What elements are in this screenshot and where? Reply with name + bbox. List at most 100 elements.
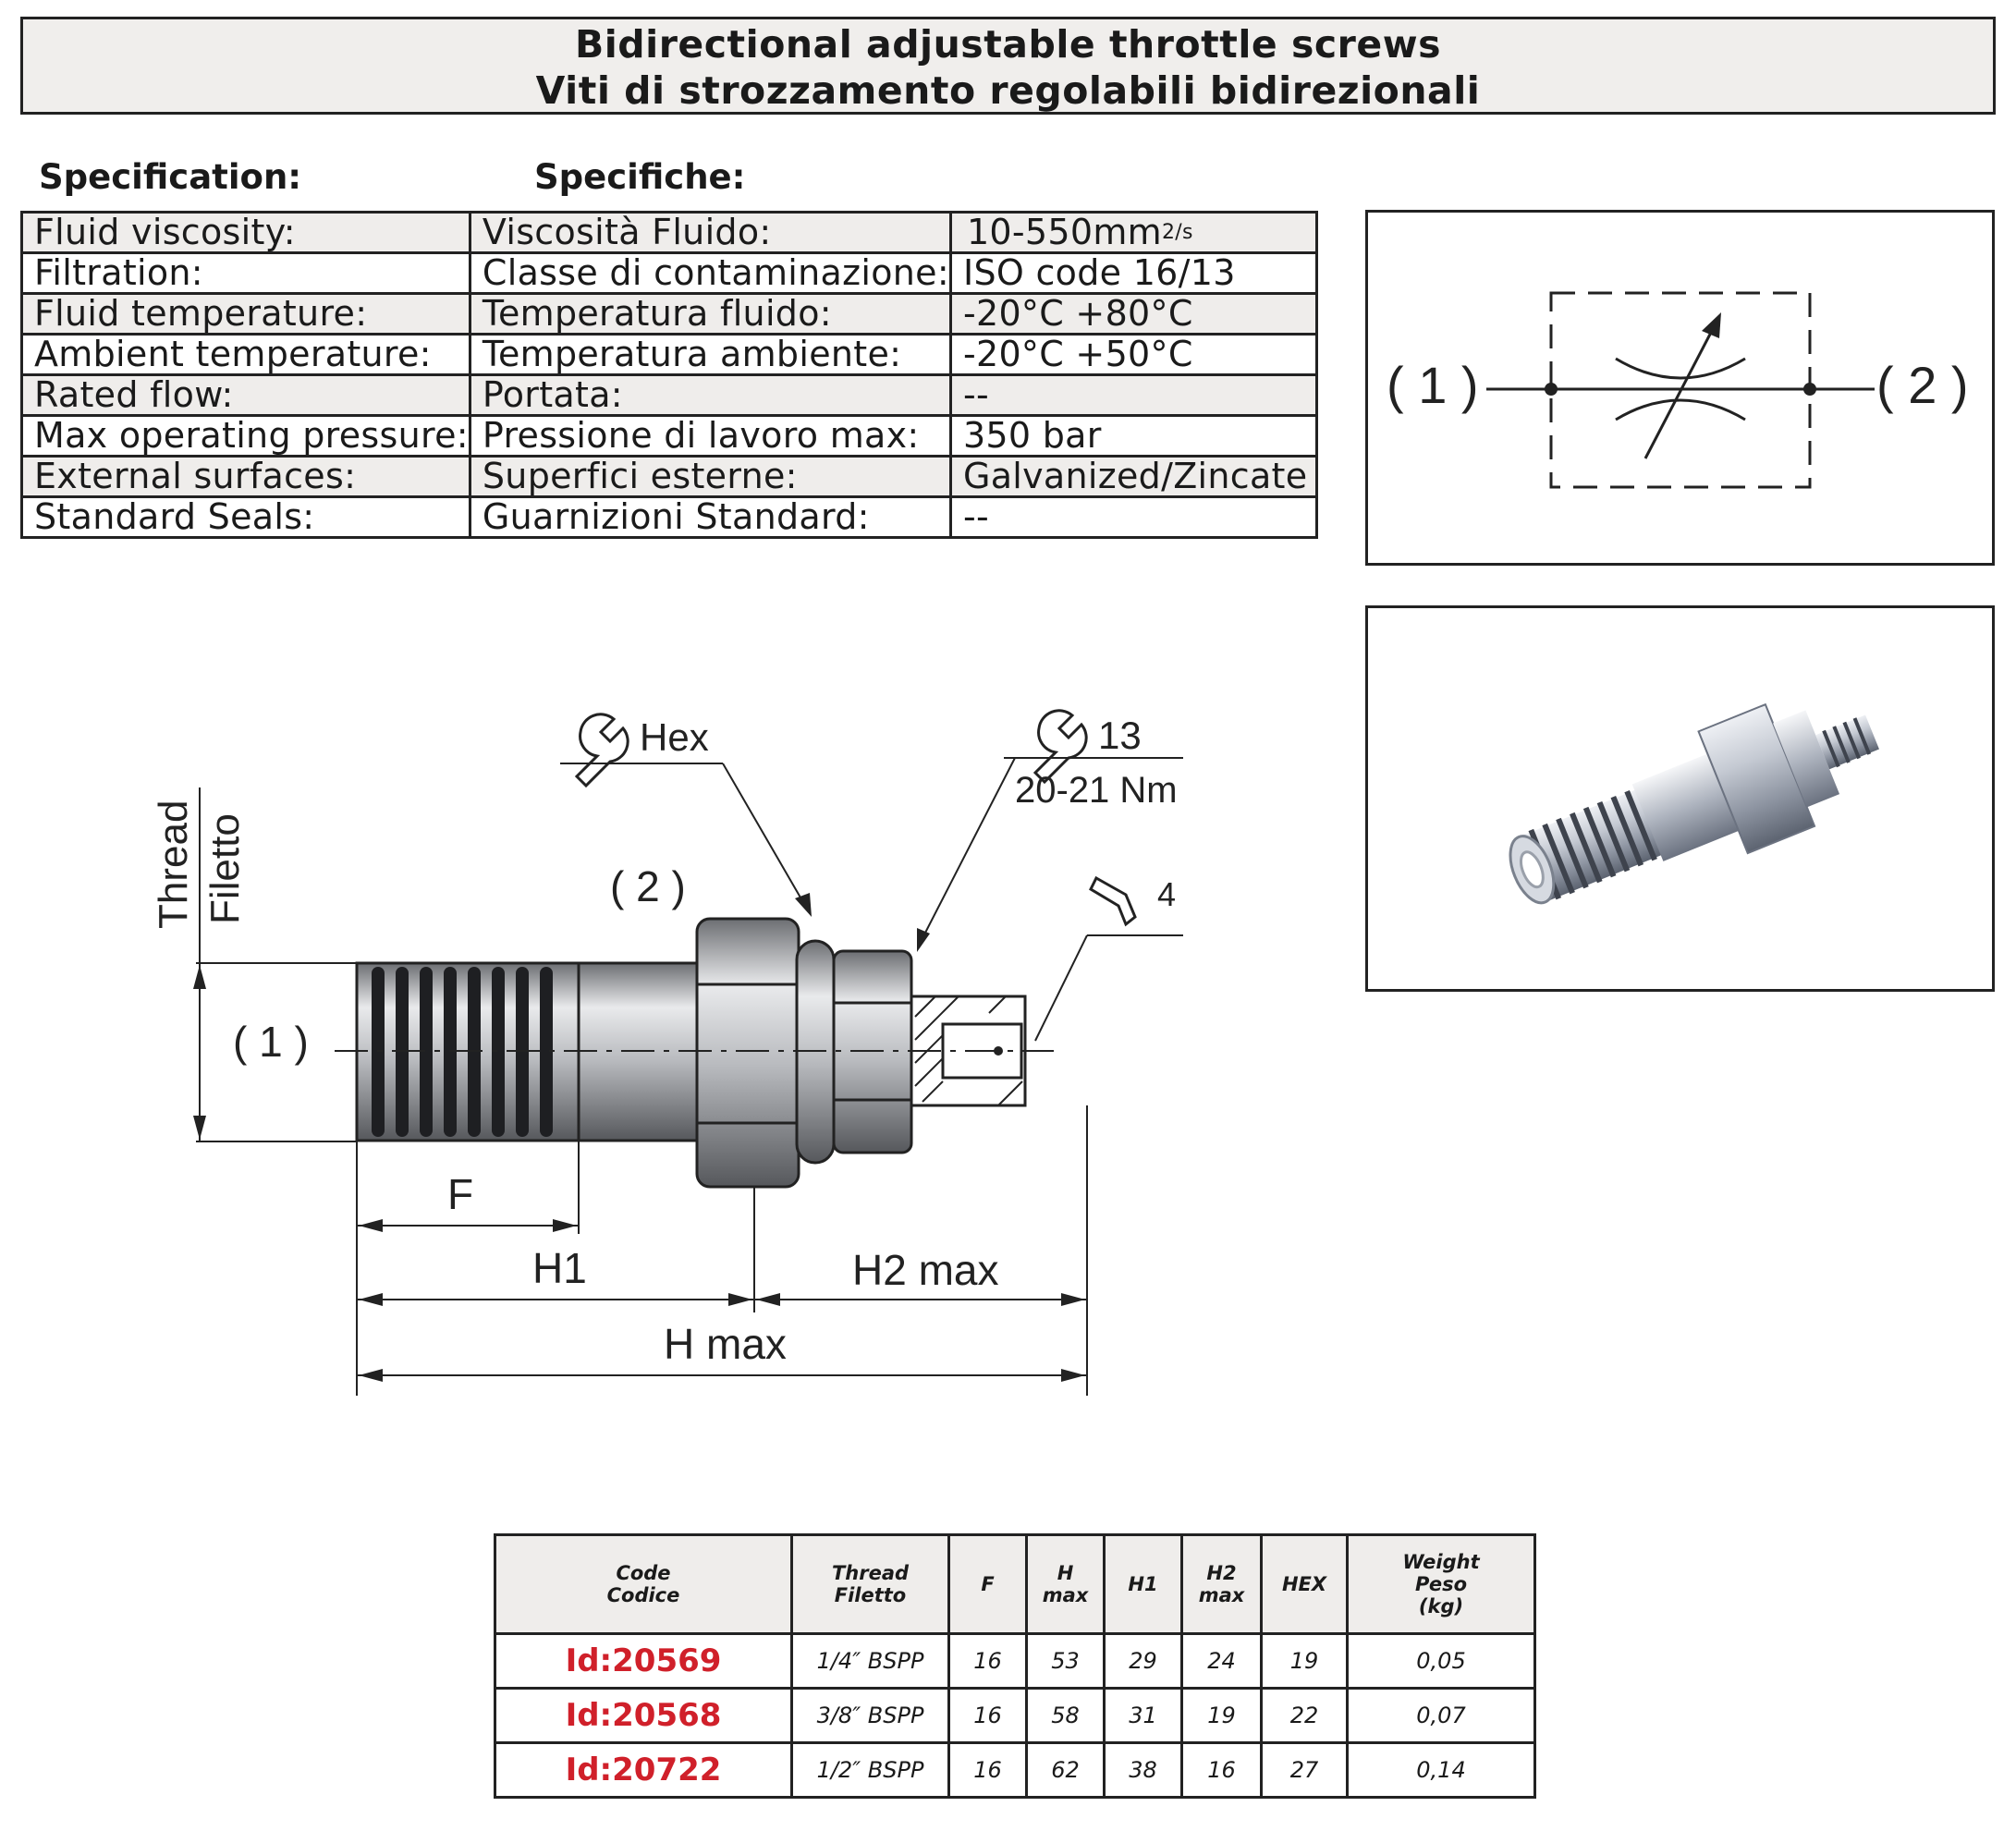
hex-cell: 22 xyxy=(1260,1687,1349,1744)
hex-cell: 19 xyxy=(1260,1632,1349,1690)
f-cell: 16 xyxy=(947,1741,1028,1799)
spec-row: Max operating pressure: Pressione di lav… xyxy=(20,414,1318,458)
h2-max-cell: 16 xyxy=(1180,1741,1263,1799)
spec-table: Fluid viscosity: Viscosità Fluido: 10-55… xyxy=(20,211,1318,539)
spec-row: Standard Seals: Guarnizioni Standard: -- xyxy=(20,495,1318,539)
torque-label: 20-21 Nm xyxy=(1015,770,1178,811)
spec-heading-english: Specification: xyxy=(39,157,302,197)
header-line: Thread xyxy=(831,1562,910,1584)
arrowhead xyxy=(917,928,930,952)
dim-h-label: H max xyxy=(664,1320,787,1368)
header-line: (kg) xyxy=(1418,1595,1464,1617)
dim-f-label: F xyxy=(447,1170,473,1218)
header-cell: F xyxy=(947,1533,1028,1635)
adjusting-stem xyxy=(1815,714,1879,770)
thread-label-english: Thread xyxy=(151,800,196,929)
adjust-arrow-shaft xyxy=(1643,324,1717,459)
arrowhead xyxy=(1061,1293,1085,1306)
arrowhead xyxy=(359,1219,383,1232)
code-cell: Id:20569 xyxy=(494,1632,793,1690)
dim-h2-label: H2 max xyxy=(852,1246,998,1294)
spec-row: External surfaces: Superfici esterne: Ga… xyxy=(20,455,1318,498)
hex-nut xyxy=(695,917,800,1189)
h2-max-cell: 24 xyxy=(1180,1632,1263,1690)
hex-label: Hex xyxy=(640,715,709,759)
h2-max-cell: 19 xyxy=(1180,1687,1263,1744)
product-photo xyxy=(1509,702,1879,905)
wrench-icon-13 xyxy=(1032,709,1088,785)
arrowhead xyxy=(193,1116,206,1140)
section-hatching xyxy=(914,995,1023,1106)
smooth-body xyxy=(1631,751,1745,861)
arrowhead xyxy=(193,965,206,989)
adjust-arrow-head xyxy=(1702,312,1721,338)
port-bore xyxy=(1519,850,1545,889)
header-line: max xyxy=(1042,1584,1089,1606)
spec-row: Rated flow: Portata: -- xyxy=(20,373,1318,417)
spec-label-en: Fluid viscosity: xyxy=(20,211,471,254)
spec-row: Fluid viscosity: Viscosità Fluido: 10-55… xyxy=(20,211,1318,254)
spec-label-en: Standard Seals: xyxy=(20,495,471,539)
spec-row: Fluid temperature: Temperatura fluido: -… xyxy=(20,292,1318,336)
h-max-cell: 62 xyxy=(1025,1741,1106,1799)
arrowhead xyxy=(359,1293,383,1306)
torque-leader xyxy=(922,757,1016,939)
spec-label-en: External surfaces: xyxy=(20,455,471,498)
allen-leader xyxy=(1034,934,1088,1042)
junction-dot-right xyxy=(1803,383,1816,396)
arrowhead xyxy=(756,1293,780,1306)
weight-cell: 0,05 xyxy=(1346,1632,1536,1690)
spec-label-en: Filtration: xyxy=(20,251,471,295)
header-line: max xyxy=(1198,1584,1245,1606)
spec-value: Galvanized/Zincate xyxy=(948,455,1318,498)
stem-thread xyxy=(1822,717,1872,768)
orifice-arc-bottom xyxy=(1615,398,1746,421)
header-line: H1 xyxy=(1128,1573,1158,1595)
header-cell: HEX xyxy=(1260,1533,1349,1635)
throttle-screw-render xyxy=(1509,702,1879,905)
spec-label-en: Ambient temperature: xyxy=(20,333,471,376)
spec-row: Filtration: Classe di contaminazione: IS… xyxy=(20,251,1318,295)
arrowhead xyxy=(553,1219,577,1232)
thread-cell: 3/8″ BSPP xyxy=(790,1687,950,1744)
throttle-valve-symbol: ( 1 ) ( 2 ) xyxy=(1387,291,1969,489)
spec-label-it: Superfici esterne: xyxy=(468,455,952,498)
spec-value: -- xyxy=(948,373,1318,417)
dim-h1-label: H1 xyxy=(532,1244,587,1292)
arrowhead xyxy=(728,1293,752,1306)
title-box: Bidirectional adjustable throttle screws… xyxy=(20,17,1996,115)
header-line: Peso xyxy=(1415,1573,1467,1595)
h-max-cell: 58 xyxy=(1025,1687,1106,1744)
symbol-port-2-label: ( 2 ) xyxy=(1876,356,1969,414)
spec-heading-italian: Specifiche: xyxy=(534,157,746,197)
product-photo-box xyxy=(1365,605,1995,992)
thread-label-italian: Filetto xyxy=(202,813,248,924)
header-line: H2 xyxy=(1206,1562,1237,1584)
spec-value: ISO code 16/13 xyxy=(948,251,1318,295)
hex-leader xyxy=(722,763,805,905)
h1-cell: 38 xyxy=(1103,1741,1183,1799)
spec-label-it: Viscosità Fluido: xyxy=(468,211,952,254)
spec-label-it: Temperatura fluido: xyxy=(468,292,952,336)
junction-dot-left xyxy=(1545,383,1558,396)
hex-body xyxy=(1697,702,1816,855)
wrench-icon xyxy=(574,713,629,788)
spec-label-en: Fluid temperature: xyxy=(20,292,471,336)
spec-label-it: Temperatura ambiente: xyxy=(468,333,952,376)
wrench-size-label: 13 xyxy=(1098,714,1142,757)
spec-row: Ambient temperature: Temperatura ambient… xyxy=(20,333,1318,376)
header-line: H xyxy=(1057,1562,1074,1584)
h-max-cell: 53 xyxy=(1025,1632,1106,1690)
spec-label-it: Portata: xyxy=(468,373,952,417)
table-row: Id:20722 1/2″ BSPP 16 62 38 16 27 0,14 xyxy=(494,1741,1536,1799)
title-english: Bidirectional adjustable throttle screws xyxy=(575,22,1441,67)
thread-grooves xyxy=(372,967,553,1137)
header-line: F xyxy=(981,1573,995,1595)
lock-nut xyxy=(1773,710,1840,808)
header-cell: H1 xyxy=(1103,1533,1183,1635)
